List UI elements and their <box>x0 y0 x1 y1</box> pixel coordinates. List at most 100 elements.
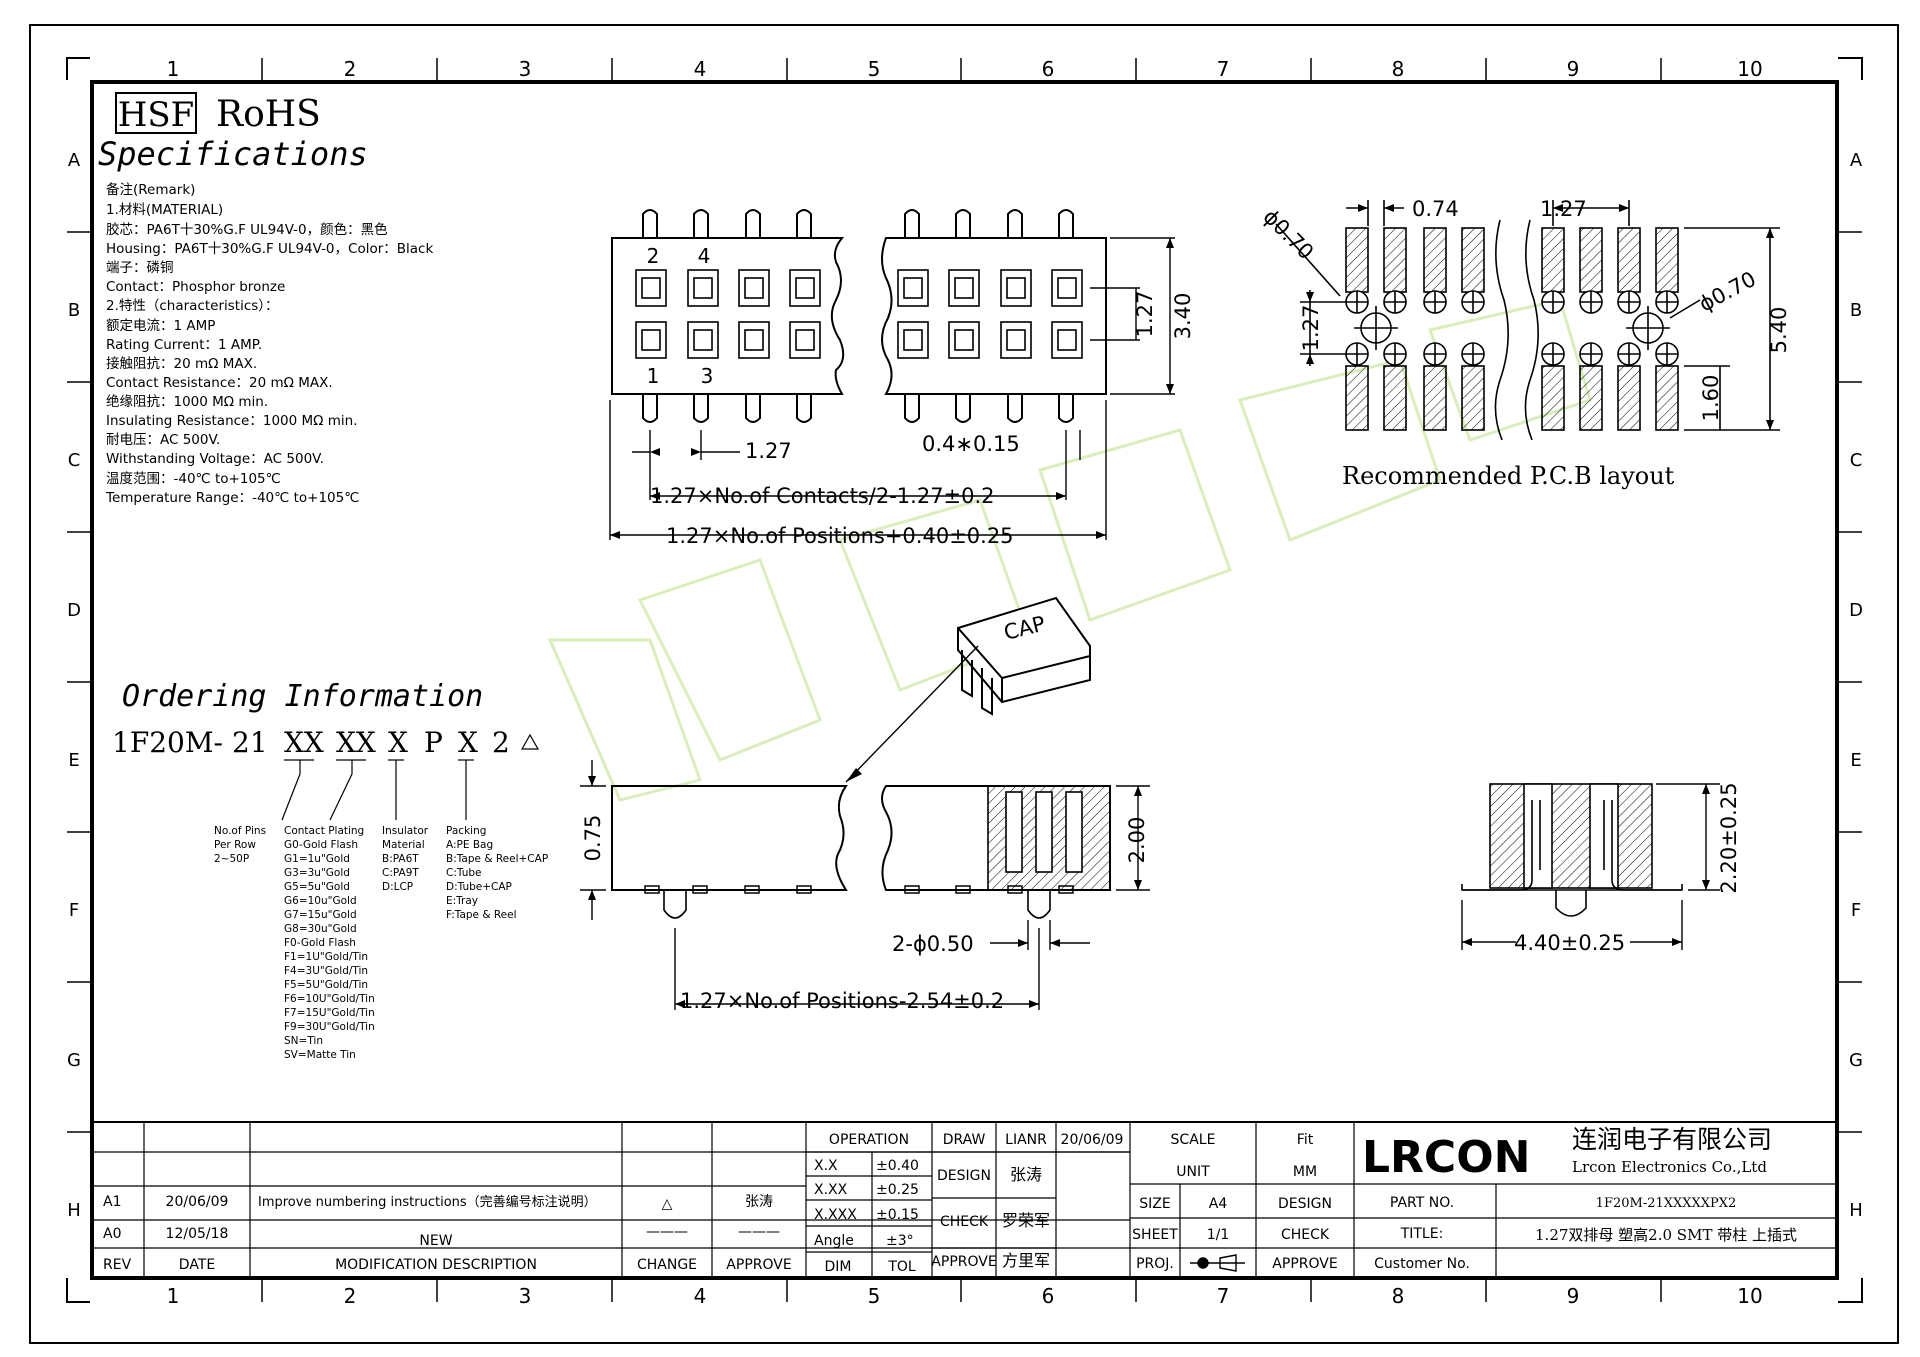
tol-value: ±0.25 <box>876 1182 919 1198</box>
legend-pins: No.of Pins <box>214 825 266 837</box>
code-pins: XX <box>284 726 324 759</box>
remark-line: 2.特性（characteristics）： <box>106 298 279 314</box>
zone-col-labels-bottom: 1 2 3 4 5 6 7 8 9 10 <box>167 1284 1763 1308</box>
part-no-label: PART NO. <box>1390 1195 1454 1211</box>
zone-col-3: 3 <box>519 57 532 81</box>
rev-a1-change: △ <box>662 1196 673 1212</box>
zone-col-8: 8 <box>1392 57 1405 81</box>
code-series: 21 <box>232 726 268 759</box>
zone-row-c-right: C <box>1850 450 1863 471</box>
rev-a1-date: 20/06/09 <box>166 1194 229 1210</box>
zone-col-1: 1 <box>167 57 180 81</box>
zone-row-b: B <box>68 300 80 321</box>
legend-pins: Per Row <box>214 839 256 851</box>
tol-value: ±3° <box>886 1233 914 1249</box>
remark-line: Contact Resistance：20 mΩ MAX. <box>106 375 333 391</box>
check-label-2: CHECK <box>1281 1227 1330 1243</box>
draw-name: LIANR <box>1005 1132 1047 1148</box>
legend-packing: A:PE Bag <box>446 839 493 851</box>
legend-plating: SN=Tin <box>284 1035 323 1047</box>
legend-packing: C:Tube <box>446 867 481 879</box>
company-name-en: Lrcon Electronics Co.,Ltd <box>1572 1158 1767 1176</box>
date-header: DATE <box>179 1257 215 1273</box>
customer-no-label: Customer No. <box>1374 1256 1470 1272</box>
zone-col-4: 4 <box>694 57 707 81</box>
projection-symbol-icon <box>1190 1254 1245 1272</box>
part-no-value: 1F20M-21XXXXXPX2 <box>1596 1196 1737 1211</box>
tol-key: Angle <box>814 1233 854 1249</box>
pcb-caption: Recommended P.C.B layout <box>1342 462 1675 490</box>
remark-line: 接触阻抗：20 mΩ MAX. <box>106 355 257 372</box>
ordering-info: Ordering Information 1F20M- 21 XX XX X P… <box>112 679 548 1061</box>
size-label: SIZE <box>1139 1196 1170 1212</box>
code-suffix: 2 <box>492 726 510 759</box>
zone-row-d: D <box>67 600 81 621</box>
dim-hole-right: ϕ0.70 <box>1695 267 1760 317</box>
remark-line: Insulating Resistance：1000 MΩ min. <box>106 413 358 429</box>
zone-col-8-bottom: 8 <box>1392 1284 1405 1308</box>
legend-plating: G6=10u"Gold <box>284 895 357 907</box>
dim-post: 2-ϕ0.50 <box>892 932 974 956</box>
draw-label: DRAW <box>943 1132 986 1148</box>
dim-tail: 0.4∗0.15 <box>922 432 1020 456</box>
zone-col-1-bottom: 1 <box>167 1284 180 1308</box>
dim-height: 3.40 <box>1171 293 1195 340</box>
legend-packing: E:Tray <box>446 895 478 907</box>
remark-line: Temperature Range：-40℃ to+105℃ <box>105 490 359 506</box>
end-view-labels: 2.20±0.25 4.40±0.25 <box>1514 782 1741 955</box>
company-name-cn: 连润电子有限公司 <box>1572 1125 1772 1154</box>
check-name: 罗荣军 <box>1002 1211 1050 1230</box>
zone-col-2-bottom: 2 <box>344 1284 357 1308</box>
zone-col-9-bottom: 9 <box>1567 1284 1580 1308</box>
zone-row-e: E <box>68 750 79 771</box>
legend-plating: F4=3U"Gold/Tin <box>284 965 368 977</box>
legend-insulator: B:PA6T <box>382 853 419 865</box>
legend-plating: G1=1u"Gold <box>284 853 350 865</box>
zone-ticks <box>67 58 1862 1302</box>
legend-insulator: C:PA9T <box>382 867 419 879</box>
design-label: DESIGN <box>937 1168 991 1184</box>
side-view-labels: CAP 0.75 2.00 2-ϕ0.50 1.27×No.of Positio… <box>581 611 1149 1013</box>
pin-label: 3 <box>701 364 714 388</box>
approve-label: APPROVE <box>931 1254 996 1270</box>
rohs-mark: RoHS <box>216 94 321 135</box>
remark-line: 温度范围：-40℃ to+105℃ <box>106 471 281 487</box>
title-value: 1.27双排母 塑高2.0 SMT 带柱 上插式 <box>1535 1226 1797 1244</box>
side-view <box>580 596 1150 1010</box>
legend-plating: G8=30u"Gold <box>284 923 357 935</box>
code-plating: XX <box>336 726 376 759</box>
legend-packing: B:Tape & Reel+CAP <box>446 853 548 865</box>
remark-line: Withstanding Voltage：AC 500V. <box>106 451 324 467</box>
dim-pitch: 1.27 <box>745 439 792 463</box>
remarks-block: 备注(Remark) 1.材料(MATERIAL) 胶芯：PA6T十30%G.F… <box>105 181 433 506</box>
design-name: 张涛 <box>1010 1165 1042 1184</box>
legend-packing: Packing <box>446 825 486 837</box>
size-value: A4 <box>1209 1196 1228 1212</box>
draw-date: 20/06/09 <box>1061 1132 1124 1148</box>
scale-label: SCALE <box>1171 1132 1216 1148</box>
unit-label: UNIT <box>1176 1164 1210 1180</box>
dim-standoff: 0.75 <box>581 815 605 862</box>
zone-col-3-bottom: 3 <box>519 1284 532 1308</box>
legend-pins: 2~50P <box>214 853 249 865</box>
check-label: CHECK <box>940 1214 989 1230</box>
zone-row-g-right: G <box>1849 1050 1863 1071</box>
zone-col-2: 2 <box>344 57 357 81</box>
scale-value: Fit <box>1297 1132 1314 1148</box>
desc-header: MODIFICATION DESCRIPTION <box>335 1257 537 1273</box>
legend-plating: SV=Matte Tin <box>284 1049 356 1061</box>
hsf-mark: HSF <box>118 95 195 135</box>
legend-packing: D:Tube+CAP <box>446 881 512 893</box>
zone-row-a-right: A <box>1850 150 1863 171</box>
rev-a0-change: ——— <box>646 1224 688 1240</box>
remark-line: 备注(Remark) <box>106 181 195 198</box>
dim-label: DIM <box>825 1259 852 1275</box>
rev-a0-desc: NEW <box>419 1233 452 1249</box>
legend-insulator: Material <box>382 839 425 851</box>
title-label: TITLE: <box>1400 1226 1444 1242</box>
legend-plating: G0-Gold Flash <box>284 839 358 851</box>
dim-row-pitch: 1.27 <box>1133 291 1157 338</box>
zone-col-5: 5 <box>868 57 881 81</box>
inner-border <box>90 80 1839 1280</box>
